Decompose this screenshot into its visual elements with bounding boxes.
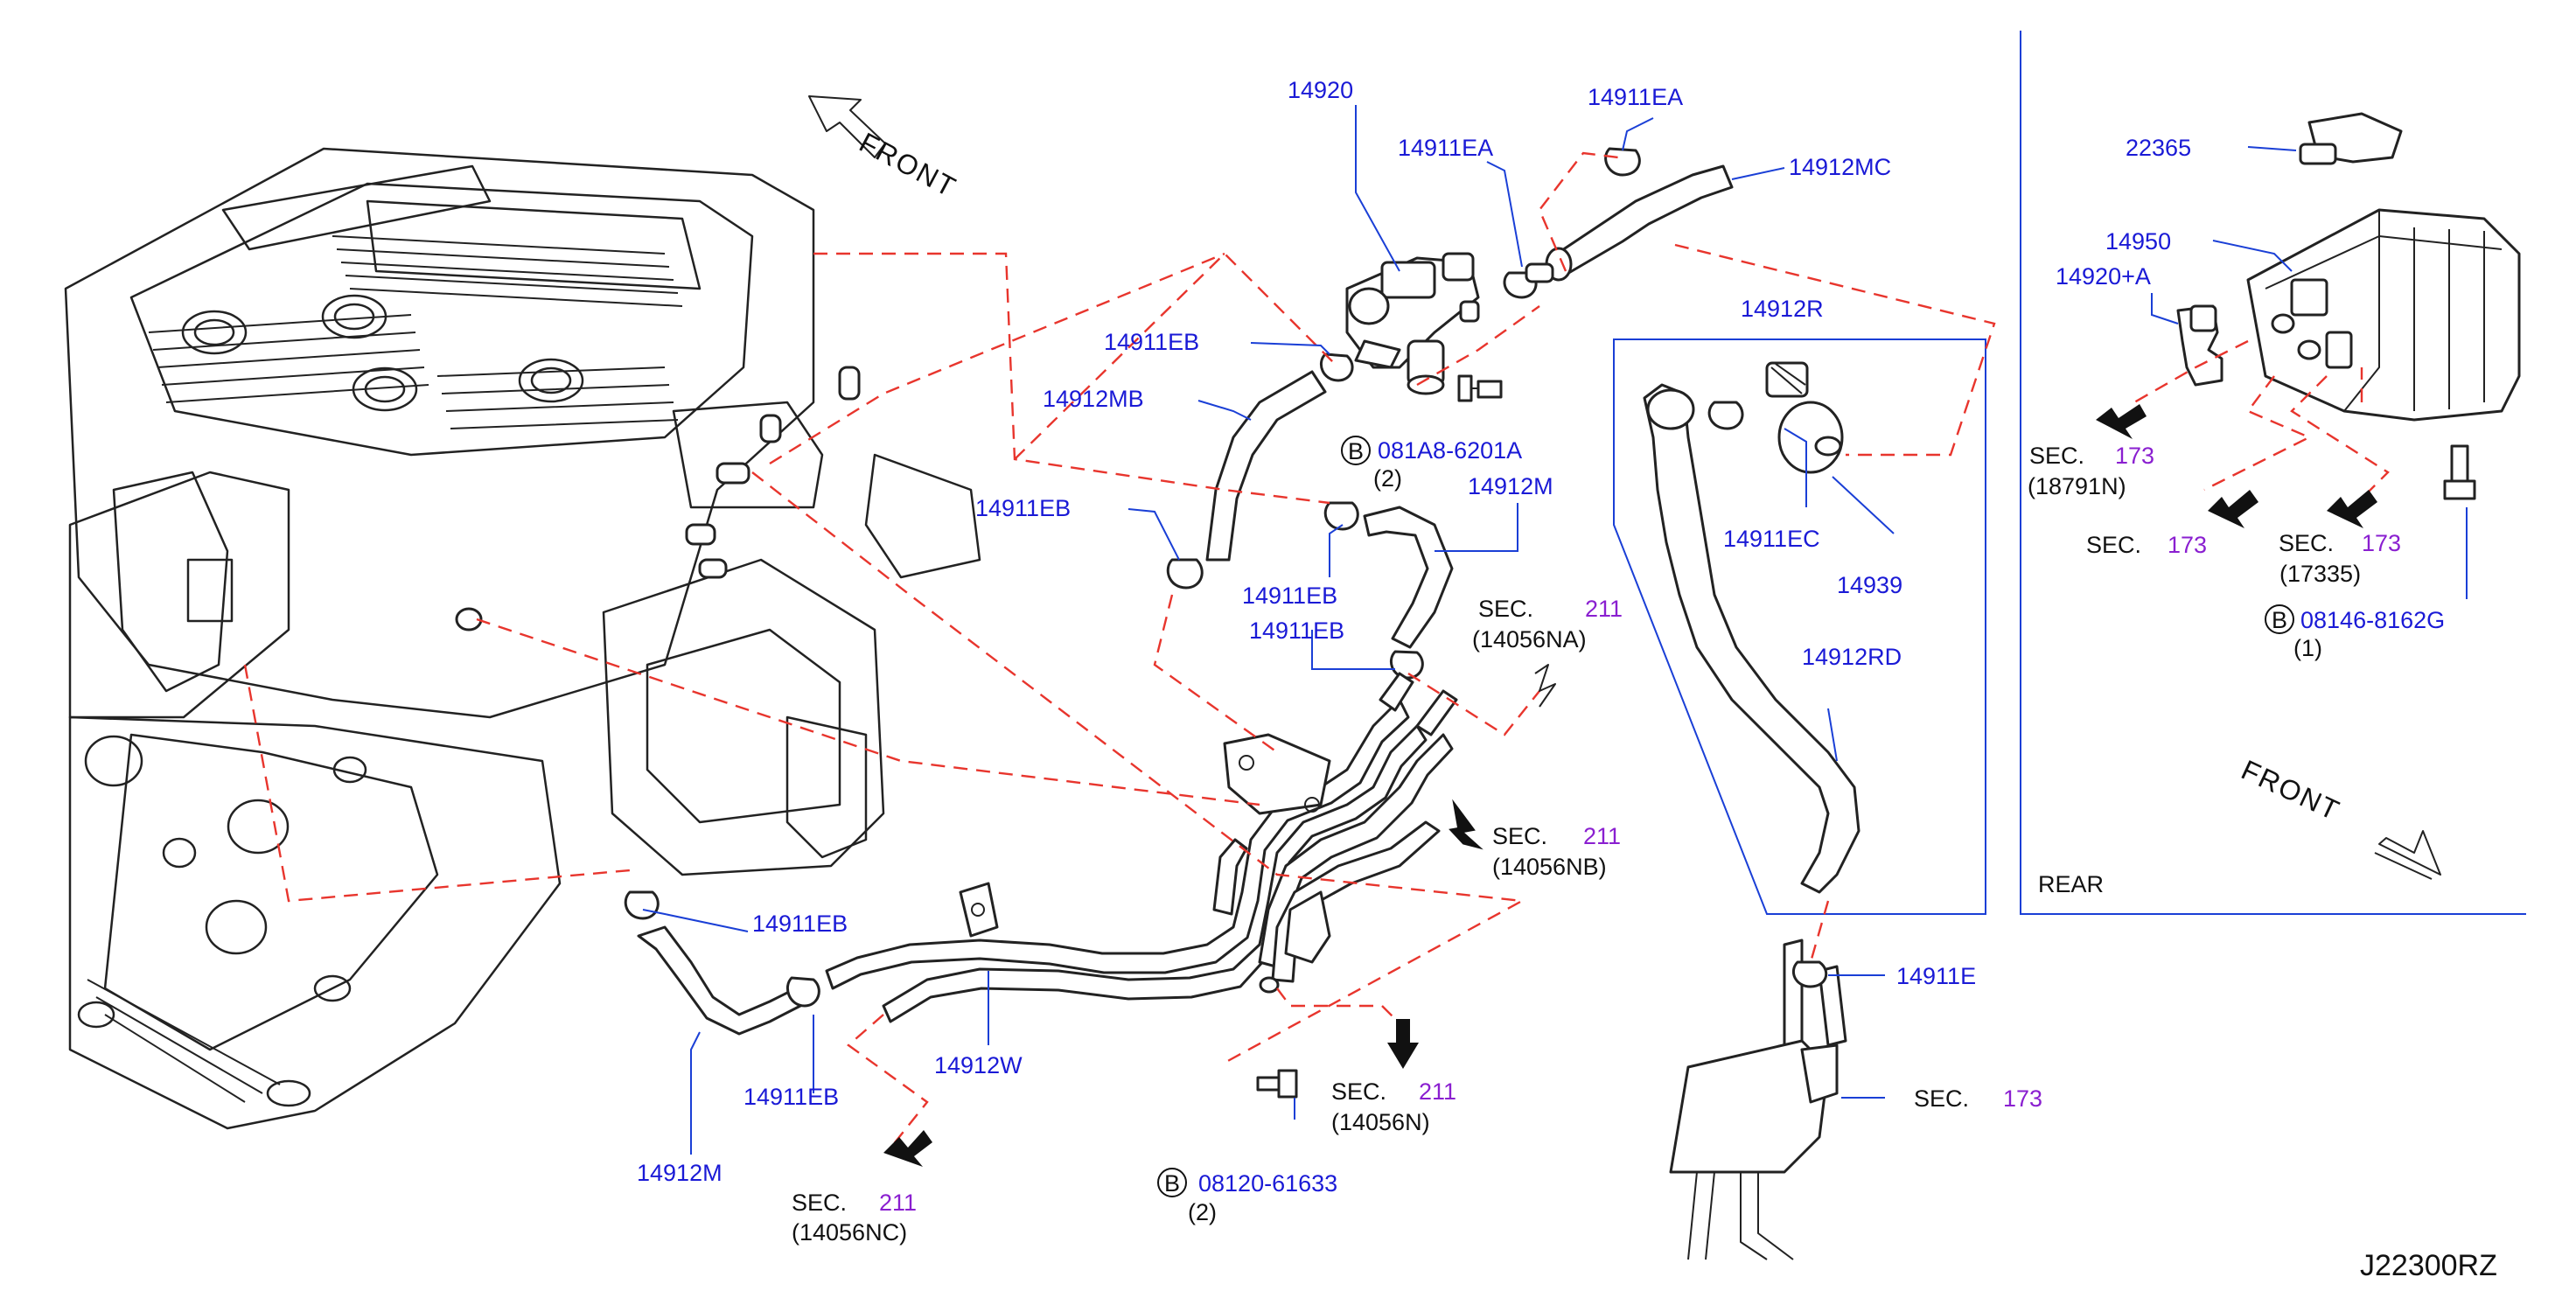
diagram-reference-code: J22300RZ (2360, 1249, 2497, 1282)
sec-code: (17335) (2279, 561, 2361, 587)
sec-number: 173 (2168, 532, 2207, 558)
sec-number: 173 (2115, 443, 2154, 469)
sec-word: SEC. (2086, 532, 2141, 558)
sec-code: (14056NA) (1472, 626, 1587, 652)
bolt-qty-08146: (1) (2293, 635, 2322, 661)
sec-ref-18791n[interactable]: SEC. 173 (18791N) (2028, 443, 2154, 499)
part-label-14920a[interactable]: 14920+A (2056, 263, 2151, 290)
plenum-fins (148, 235, 683, 429)
part-label-14911e[interactable]: 14911E (1896, 963, 1976, 989)
leader-lines (642, 105, 2468, 1155)
hose-14912r-group (1613, 338, 1986, 915)
plenum-ports (181, 294, 584, 412)
sec-code: (14056NC) (792, 1219, 907, 1246)
part-label-14911eb-lower-right[interactable]: 14911EB (752, 911, 848, 937)
front-arrow-main: FRONT (808, 95, 962, 204)
sec-word: SEC. (1478, 596, 1533, 622)
sec-code: (14056NB) (1492, 854, 1607, 880)
sec-code: (14056N) (1331, 1109, 1430, 1135)
sec-number: 173 (2003, 1085, 2042, 1112)
sec-ref-17335[interactable]: SEC. 173 (17335) (2279, 530, 2401, 587)
bolt-marker-letter: B (1348, 438, 1364, 464)
front-label-inset: FRONT (2237, 754, 2345, 827)
part-label-14939[interactable]: 14939 (1837, 572, 1902, 598)
bolt-number-081a8: 081A8-6201A (1378, 437, 1522, 464)
sec-ref-14056n[interactable]: SEC. 211 (14056N) (1331, 1078, 1456, 1135)
part-label-14912rd[interactable]: 14912RD (1802, 644, 1902, 670)
bolt-081a8 (1457, 374, 1503, 402)
bolt-marker-circle (1157, 1168, 1187, 1197)
bolt-marker-letter: B (1164, 1170, 1180, 1197)
part-label-14912mc[interactable]: 14912MC (1789, 154, 1891, 180)
reference-lines (243, 151, 2390, 1147)
bolt-labels: B 081A8-6201A (2) B 08120-61633 (2) B 08… (1157, 436, 2445, 1225)
part-label-14911eb-left[interactable]: 14911EB (975, 495, 1071, 521)
sec-code: (18791N) (2028, 473, 2126, 499)
bolt-08146 (2443, 444, 2476, 500)
sec-number: 211 (1583, 823, 1621, 849)
part-label-14912m-lower[interactable]: 14912M (637, 1160, 723, 1186)
part-label-22365[interactable]: 22365 (2126, 135, 2191, 161)
part-label-14911eb-lower[interactable]: 14911EB (743, 1084, 839, 1110)
hose-assemblies (624, 147, 1734, 1099)
sec-number: 211 (1585, 596, 1623, 622)
bolt-label-08146[interactable]: B 08146-8162G (1) (2265, 604, 2445, 661)
bolt-label-081a8[interactable]: B 081A8-6201A (2) (1341, 436, 1522, 492)
sec-word: SEC. (2279, 530, 2334, 556)
front-label-main: FRONT (855, 126, 962, 203)
sec-ref-14056nb[interactable]: SEC. 211 (14056NB) (1492, 823, 1621, 880)
lower-pipe-assembly-173 (1669, 939, 1847, 1260)
part-label-14911eb-center2[interactable]: 14911EB (1249, 618, 1344, 644)
sec-word: SEC. (2029, 443, 2084, 469)
bolt-08120 (1256, 1069, 1298, 1099)
sec-word: SEC. (792, 1190, 847, 1216)
sec-ref-173-lower[interactable]: SEC. 173 (1914, 1085, 2042, 1112)
section-arrows (883, 404, 2377, 1167)
bolt-marker-letter: B (2272, 607, 2287, 633)
sec-ref-14056nc[interactable]: SEC. 211 (14056NC) (792, 1190, 917, 1246)
sec-number: 173 (2362, 530, 2401, 556)
part-label-14912mb[interactable]: 14912MB (1043, 386, 1144, 412)
part-label-14912r[interactable]: 14912R (1741, 296, 1824, 322)
part-label-14912m-upper[interactable]: 14912M (1468, 473, 1553, 499)
section-references: SEC. 211 (14056NA) SEC. 211 (14056NB) SE… (792, 443, 2401, 1246)
sec-number: 211 (1419, 1078, 1456, 1105)
sec-word: SEC. (1914, 1085, 1969, 1112)
bolt-number-08146: 08146-8162G (2300, 607, 2445, 633)
bolt-marker-circle (1341, 436, 1371, 465)
part-labels: 14920 14911EA 14911EA 14912MC 14911EB 14… (637, 77, 2191, 1186)
part-label-14911eb-upper[interactable]: 14911EB (1104, 329, 1199, 355)
bolt-qty-081a8: (2) (1373, 465, 1402, 492)
part-label-14911ea-top[interactable]: 14911EA (1588, 84, 1683, 110)
bolt-label-08120[interactable]: B 08120-61633 (2) (1157, 1168, 1337, 1225)
sec-ref-14056na[interactable]: SEC. 211 (14056NA) (1472, 596, 1623, 652)
rear-label: REAR (2038, 871, 2104, 897)
front-arrow-inset (2374, 830, 2441, 880)
sec-word: SEC. (1492, 823, 1547, 849)
part-label-14911ea-mid[interactable]: 14911EA (1398, 135, 1493, 161)
part-label-14950[interactable]: 14950 (2105, 228, 2171, 255)
canister-inset (2020, 31, 2526, 915)
engine-illustration (64, 147, 981, 1130)
part-label-14912w[interactable]: 14912W (934, 1052, 1023, 1078)
sec-number: 211 (879, 1190, 917, 1216)
sec-ref-173-mid[interactable]: SEC. 173 (2086, 532, 2207, 558)
bolt-qty-08120: (2) (1188, 1199, 1217, 1225)
part-label-14920[interactable]: 14920 (1288, 77, 1353, 103)
part-label-14911ec[interactable]: 14911EC (1723, 526, 1820, 552)
sec-word: SEC. (1331, 1078, 1386, 1105)
bolt-number-08120: 08120-61633 (1198, 1170, 1337, 1197)
bolt-marker-circle (2265, 604, 2294, 634)
part-label-14911eb-center[interactable]: 14911EB (1242, 583, 1337, 609)
